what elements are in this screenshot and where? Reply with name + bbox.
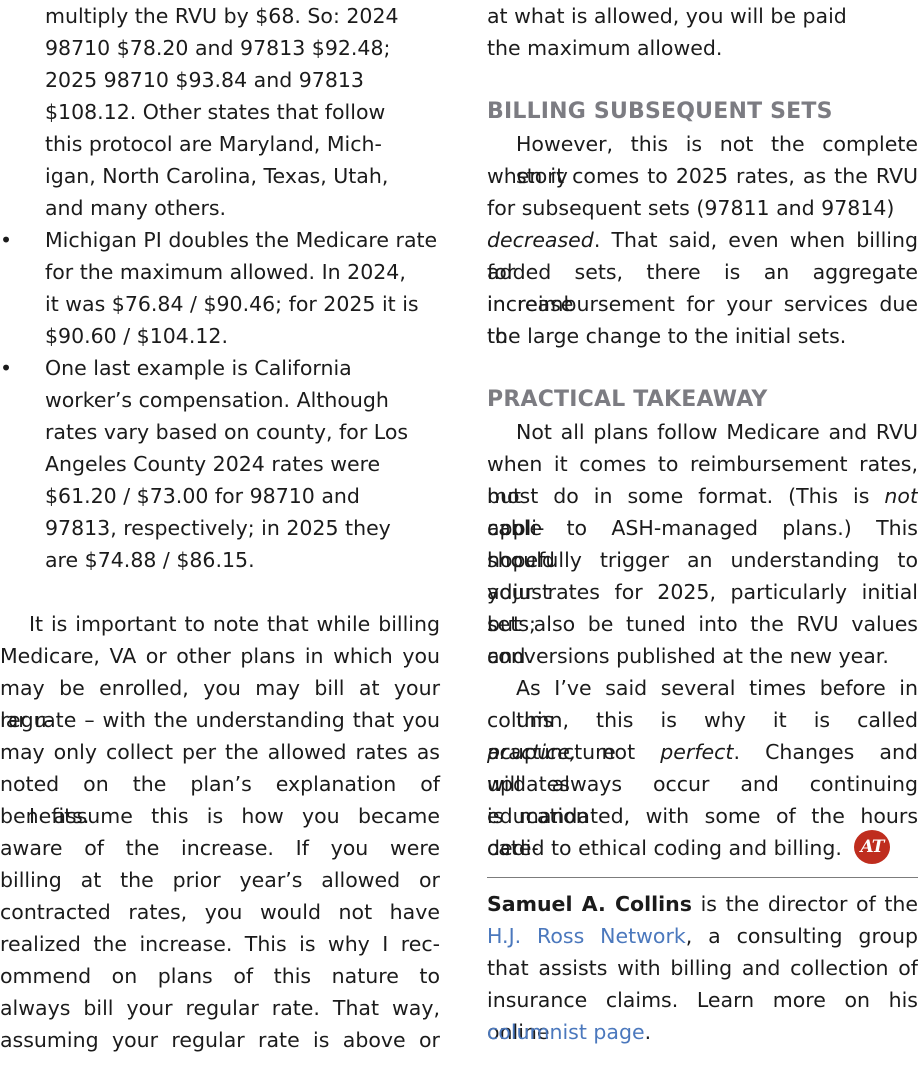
text-line: Michigan PI doubles the Medicare rate (45, 228, 438, 252)
text-line: is mandated, with some of the hours dedi… (487, 804, 918, 860)
text-line: will always occur and continuing educati… (487, 772, 918, 828)
right-column: at what is allowed, you will be paid the… (487, 0, 918, 1048)
text-line: your rates for 2025, particularly initia… (487, 580, 918, 636)
text-line: rates vary based on county, for Los (45, 420, 409, 444)
text-line: the maximum allowed. (487, 36, 723, 60)
text-line: are $74.88 / $86.15. (45, 548, 255, 572)
text-line: most do in some format. (This is not app… (487, 484, 918, 540)
text-line: One last example is California (45, 356, 352, 380)
paragraph-takeaway: Not all plans follow Medicare and RVU wh… (487, 416, 918, 672)
text-line: Medicare, VA or other plans in which you (0, 644, 440, 668)
text-line: conversions published at the new year. (487, 644, 889, 668)
text-line: cable to ASH-managed plans.) This should (487, 516, 918, 572)
emphasis-text: perfect (660, 740, 734, 764)
text-line: However, this is not the complete story (516, 132, 918, 188)
text-line: that assists with billing and collection… (487, 956, 918, 980)
text-line: As I’ve said several times before in thi… (516, 676, 918, 732)
text-line: in reimbursement for your services due t… (487, 292, 918, 348)
divider (487, 877, 918, 878)
text-line: $108.12. Other states that follow (45, 100, 386, 124)
text-line: practice, not perfect. Changes and updat… (487, 740, 918, 796)
text-line: the large change to the initial sets. (487, 324, 847, 348)
bullet-item-california: • One last example is California worker’… (0, 352, 440, 576)
text-line: for the maximum allowed. In 2024, (45, 260, 406, 284)
paragraph-billing-subsequent: However, this is not the complete story … (487, 128, 918, 352)
text-line: realized the increase. This is why I rec… (0, 932, 440, 956)
text-line: cated to ethical coding and billing.AT (487, 830, 918, 864)
text-line: worker’s compensation. Although (45, 388, 389, 412)
text-line: always bill your regular rate. That way, (0, 996, 440, 1020)
text-line: 98710 $78.20 and 97813 $92.48; (45, 36, 391, 60)
text-line: column, this is why it is called acupunc… (487, 708, 918, 764)
bullet-icon: • (0, 356, 13, 380)
text-line: columnist page. (487, 1020, 652, 1044)
section-heading-takeaway: PRACTICAL TAKEAWAY (487, 387, 768, 412)
text-line: insurance claims. Learn more on his onli… (487, 988, 918, 1044)
columnist-page-link[interactable]: columnist page (487, 1020, 645, 1044)
text-line: Not all plans follow Medicare and RVU (516, 420, 918, 444)
acupuncture-today-logo: AT (853, 830, 890, 864)
text-line: and many others. (45, 196, 227, 220)
emphasis-text: not (884, 484, 918, 508)
text-line: when it comes to 2025 rates, as the RVU (487, 164, 918, 188)
bullet-item-michigan: • Michigan PI doubles the Medicare rate … (0, 224, 440, 352)
text-line: but also be tuned into the RVU values an… (487, 612, 918, 668)
text-line: I assume this is how you became (29, 804, 440, 828)
text-line: Samuel A. Collins is the director of the (487, 892, 918, 916)
text-line: decreased. That said, even when billing … (487, 228, 918, 284)
text-line: multiply the RVU by $68. So: 2024 (45, 4, 399, 28)
text-line: may only collect per the allowed rates a… (0, 740, 440, 764)
text-line: at what is allowed, you will be paid (487, 4, 847, 28)
text-line: it was $76.84 / $90.46; for 2025 it is (45, 292, 419, 316)
section-heading-billing: BILLING SUBSEQUENT SETS (487, 99, 833, 124)
author-name: Samuel A. Collins (487, 892, 692, 916)
paragraph-increase: I assume this is how you became aware of… (0, 800, 440, 1056)
text-line: igan, North Carolina, Texas, Utah, (45, 164, 389, 188)
text-line: added sets, there is an aggregate increa… (487, 260, 918, 316)
text-line: may be enrolled, you may bill at your re… (0, 676, 440, 732)
paragraph-closing: As I’ve said several times before in thi… (487, 672, 918, 864)
text-line: 2025 98710 $93.84 and 97813 (45, 68, 364, 92)
text-line: contracted rates, you would not have (0, 900, 440, 924)
text-line: aware of the increase. If you were (0, 836, 440, 860)
hj-ross-network-link[interactable]: H.J. Ross Network (487, 924, 686, 948)
emphasis-text: practice, (487, 740, 577, 764)
text-line: noted on the plan’s explanation of benef… (0, 772, 440, 828)
text-line: ommend on plans of this nature to (0, 964, 440, 988)
text-line: $90.60 / $104.12. (45, 324, 228, 348)
text-line: H.J. Ross Network, a consulting group (487, 924, 918, 948)
paragraph-intro: at what is allowed, you will be paid the… (487, 0, 918, 64)
text-line: lar rate – with the understanding that y… (0, 708, 440, 732)
text-line: Angeles County 2024 rates were (45, 452, 381, 476)
text-line: It is important to note that while billi… (29, 612, 440, 636)
paragraph-billing-note: It is important to note that while billi… (0, 608, 440, 828)
text-line: hopefully trigger an understanding to ad… (487, 548, 918, 604)
bullet-continuation: multiply the RVU by $68. So: 2024 98710 … (0, 0, 440, 224)
bullet-icon: • (0, 228, 13, 252)
emphasis-text: decreased (487, 228, 594, 252)
text-line: billing at the prior year’s allowed or (0, 868, 440, 892)
text-line: for subsequent sets (97811 and 97814) (487, 196, 895, 220)
text-line: this protocol are Maryland, Mich- (45, 132, 382, 156)
text-line: 97813, respectively; in 2025 they (45, 516, 391, 540)
left-column: multiply the RVU by $68. So: 2024 98710 … (0, 0, 440, 1056)
text-line: assuming your regular rate is above or (0, 1028, 440, 1052)
text-line: $61.20 / $73.00 for 98710 and (45, 484, 360, 508)
author-bio: Samuel A. Collins is the director of the… (487, 888, 918, 1048)
text-line: when it comes to reimbursement rates, bu… (487, 452, 918, 508)
